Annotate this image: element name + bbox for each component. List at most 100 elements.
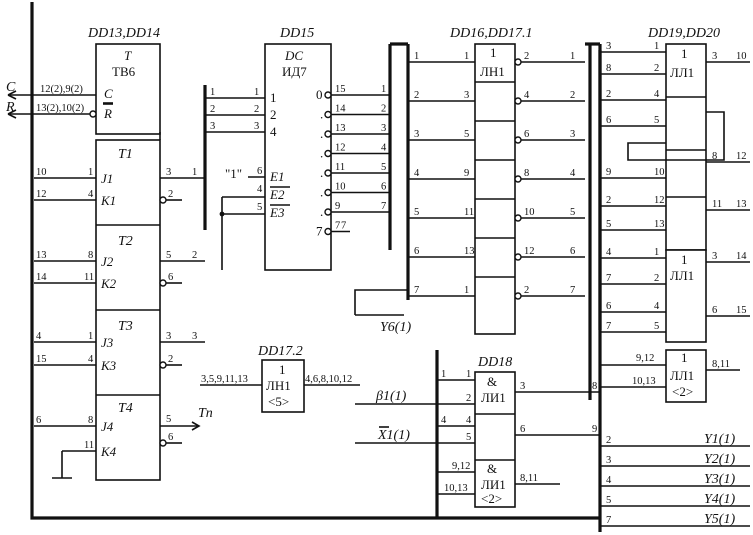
dd15-en-label: E1: [269, 169, 284, 184]
dd19-out-b: 10: [736, 51, 747, 62]
dd18-x: X1(1): [377, 428, 410, 443]
dd15-title: DC: [284, 48, 303, 63]
dd16-type: ЛН1: [480, 64, 505, 79]
dd15-out-bubble: [324, 130, 332, 138]
dd19-box-c: [665, 349, 707, 403]
dd16-right: 1: [570, 51, 575, 62]
dd18-p912: 9,12: [452, 461, 470, 472]
dd16-out: 8: [524, 168, 529, 179]
dd18-p5: 5: [466, 432, 471, 443]
dd16-bubble: [514, 214, 522, 222]
dd15-out-num: 6: [381, 182, 386, 193]
dd19-out-b: 13: [736, 199, 747, 210]
t3-qb: 2: [168, 354, 173, 365]
dd19-in-left: 9: [606, 167, 611, 178]
dd16-bubble: [514, 253, 522, 261]
dd15-out-num: 3: [381, 123, 386, 134]
dd15-out-bubble: [324, 149, 332, 158]
t1-pin-k: 12: [36, 189, 47, 200]
dd15-in-pin: 3: [210, 121, 215, 132]
dd16-out: 4: [524, 90, 530, 101]
dd18-g2: &: [487, 461, 497, 476]
dd16-in: 5: [464, 129, 469, 140]
dd19-p912: 9,12: [636, 353, 654, 364]
dd19-p1013: 10,13: [632, 376, 656, 387]
dd16-title: 1: [490, 45, 497, 60]
t1-q: 3: [166, 167, 171, 178]
dd19-p811: 8,11: [712, 359, 730, 370]
t4-out: Tп: [198, 406, 213, 421]
pins-c: 12(2),9(2): [40, 84, 83, 95]
dd15-en-label: E2: [269, 187, 285, 202]
dd172-pins-in: 3,5,9,11,13: [201, 374, 248, 385]
dd18-out8: 8: [592, 381, 597, 392]
dd15-box: [264, 43, 332, 271]
dd15-en-pin: 6: [257, 166, 262, 177]
dd19-box-a: [665, 43, 707, 251]
t1-pin-kr: 4: [88, 189, 94, 200]
dd16-right: 2: [570, 90, 575, 101]
y-output-pin: 3: [606, 455, 611, 466]
dd19-out-b: 14: [736, 251, 747, 262]
dd15-out-dot: .: [320, 204, 323, 219]
t2-pin-jr: 8: [88, 250, 93, 261]
dd15-out-index: 7: [316, 224, 323, 239]
dd16-y6: Y6(1): [380, 320, 411, 335]
dd18-p4: 4: [466, 415, 472, 426]
t3-pin-j: 4: [36, 331, 42, 342]
dd19-title2: 1: [681, 252, 688, 267]
t2-qout: 2: [192, 250, 197, 261]
dd19-in-right: 13: [654, 219, 665, 230]
dd16-left: 7: [414, 285, 419, 296]
dd16-left: 4: [414, 168, 420, 179]
dd16-left: 1: [414, 51, 419, 62]
dd15-out-bubble: [324, 208, 332, 216]
dd19-in-right: 12: [654, 195, 665, 206]
t2-pin-k: 14: [36, 272, 47, 283]
dd18-p2: 2: [466, 393, 471, 404]
dd172-box: [261, 359, 305, 413]
dd15-out-num: 2: [381, 104, 386, 115]
dd15-out-pin: 9: [335, 201, 340, 212]
dd15-out-index: 0: [316, 87, 323, 102]
dd15-out-pin: 12: [335, 143, 346, 154]
dd172-ref: DD17.2: [257, 344, 303, 359]
dd18-n1: 1: [441, 369, 446, 380]
t1-qout: 1: [192, 167, 197, 178]
dd19-type3: ЛЛ1: [670, 368, 694, 383]
t3-k: K3: [100, 358, 117, 373]
dd15-in-pin-r: 3: [254, 121, 259, 132]
dd15-ref: DD15: [279, 26, 314, 41]
y-output-label: Y1(1): [704, 432, 735, 447]
dd15-en-pin: 4: [257, 184, 263, 195]
dd19-in-left: 8: [606, 63, 611, 74]
t1-qb: 2: [168, 189, 173, 200]
dd15-in-pin-r: 2: [254, 104, 259, 115]
dd19-in-left: 2: [606, 195, 611, 206]
y-output-label: Y2(1): [704, 452, 735, 467]
dd15-in-pin-r: 1: [254, 87, 259, 98]
y-output-pin: 5: [606, 495, 611, 506]
dd16-left: 5: [414, 207, 419, 218]
dd16-out: 10: [524, 207, 535, 218]
dd15-in-pin: 2: [210, 104, 215, 115]
dd18-p1013: 10,13: [444, 483, 468, 494]
dd19-title3: 1: [681, 350, 688, 365]
dd18-ref: DD18: [477, 355, 512, 370]
y-output-pin: 4: [606, 475, 612, 486]
dd15-type: ИД7: [282, 64, 307, 79]
dd15-out-bubble: [324, 188, 332, 197]
dd18-g1: &: [487, 374, 497, 389]
t4-pin-j: 6: [36, 415, 41, 426]
dd16-in: 9: [464, 168, 469, 179]
dd19-in-right: 4: [654, 301, 660, 312]
y-output-label: Y3(1): [704, 472, 735, 487]
dd16-bubble: [514, 292, 522, 300]
t2-k: K2: [100, 276, 117, 291]
t3-q: 3: [166, 331, 171, 342]
dd15-out-num: 5: [381, 162, 386, 173]
dd16-in: 3: [464, 90, 469, 101]
dd19-in-right: 1: [654, 41, 659, 52]
dd19-in-left: 7: [606, 273, 611, 284]
